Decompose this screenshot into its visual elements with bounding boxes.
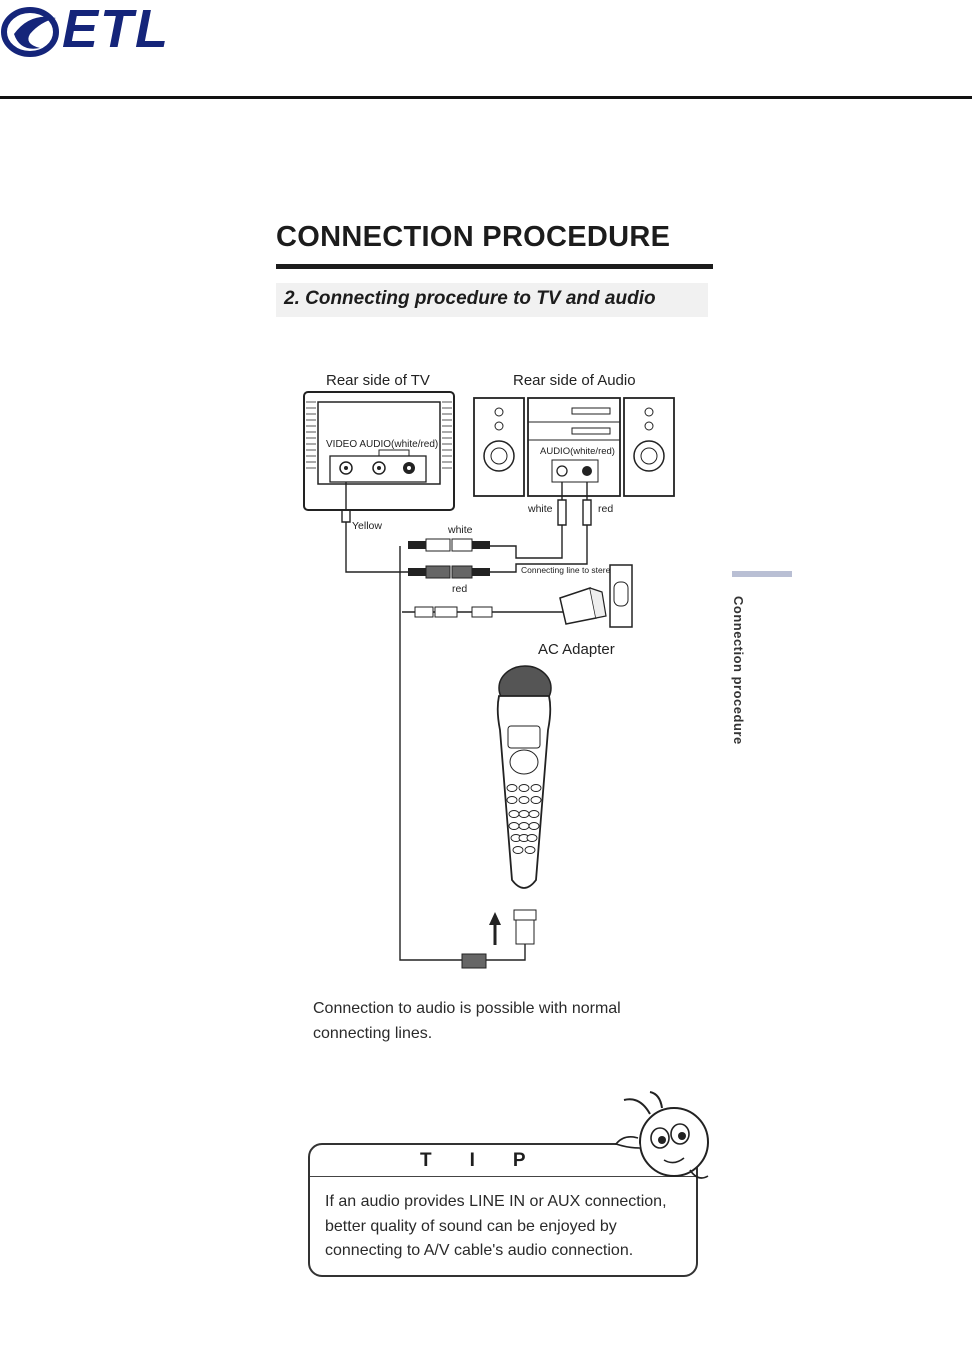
white-plug-label: white [527, 503, 553, 515]
logo-swirl-icon [1, 7, 59, 57]
tv-ports-label: VIDEO AUDIO(white/red) [326, 439, 438, 450]
stereo-line-label: Connecting line to stereo [521, 565, 615, 575]
section-heading-band: 2. Connecting procedure to TV and audio [276, 283, 708, 317]
tv-illustration: VIDEO AUDIO(white/red) [303, 391, 455, 511]
connection-diagram: Rear side of TV Rear side of Audio VIDEO… [303, 372, 675, 969]
red-plug-label: red [598, 503, 613, 515]
tip-box [308, 1143, 698, 1277]
tv-rear-label: Rear side of TV [326, 372, 430, 389]
page-title: CONNECTION PROCEDURE [276, 221, 671, 253]
header-divider [0, 96, 972, 99]
mascot-icon [614, 1091, 709, 1179]
side-label-text: Connection procedure [731, 596, 746, 745]
tip-title: TIP [420, 1150, 564, 1171]
logo-text: ETL [62, 0, 170, 59]
ac-adapter-label: AC Adapter [538, 641, 615, 658]
side-section-label: Connection procedure [728, 596, 748, 776]
yellow-plug-label: Yellow [352, 520, 382, 532]
ac-adapter-illustration [559, 564, 633, 628]
tip-body: If an audio provides LINE IN or AUX conn… [325, 1193, 667, 1259]
audio-illustration: AUDIO(white/red) [473, 397, 675, 497]
red-cable-label: red [452, 583, 467, 595]
section-heading: 2. Connecting procedure to TV and audio [284, 288, 656, 309]
audio-rear-label: Rear side of Audio [513, 372, 636, 389]
cable-lines [341, 482, 592, 961]
tip-divider [310, 1176, 696, 1177]
title-underline [276, 264, 713, 269]
microphone-remote-illustration [496, 665, 552, 889]
side-tab-marker [732, 571, 792, 577]
white-cable-label: white [447, 524, 473, 536]
brand-logo: ETL [0, 0, 170, 62]
audio-ports-label: AUDIO(white/red) [540, 446, 615, 457]
caption-text: Connection to audio is possible with nor… [313, 1000, 621, 1042]
rca-plugs [408, 538, 493, 618]
remote-connector [461, 909, 537, 969]
